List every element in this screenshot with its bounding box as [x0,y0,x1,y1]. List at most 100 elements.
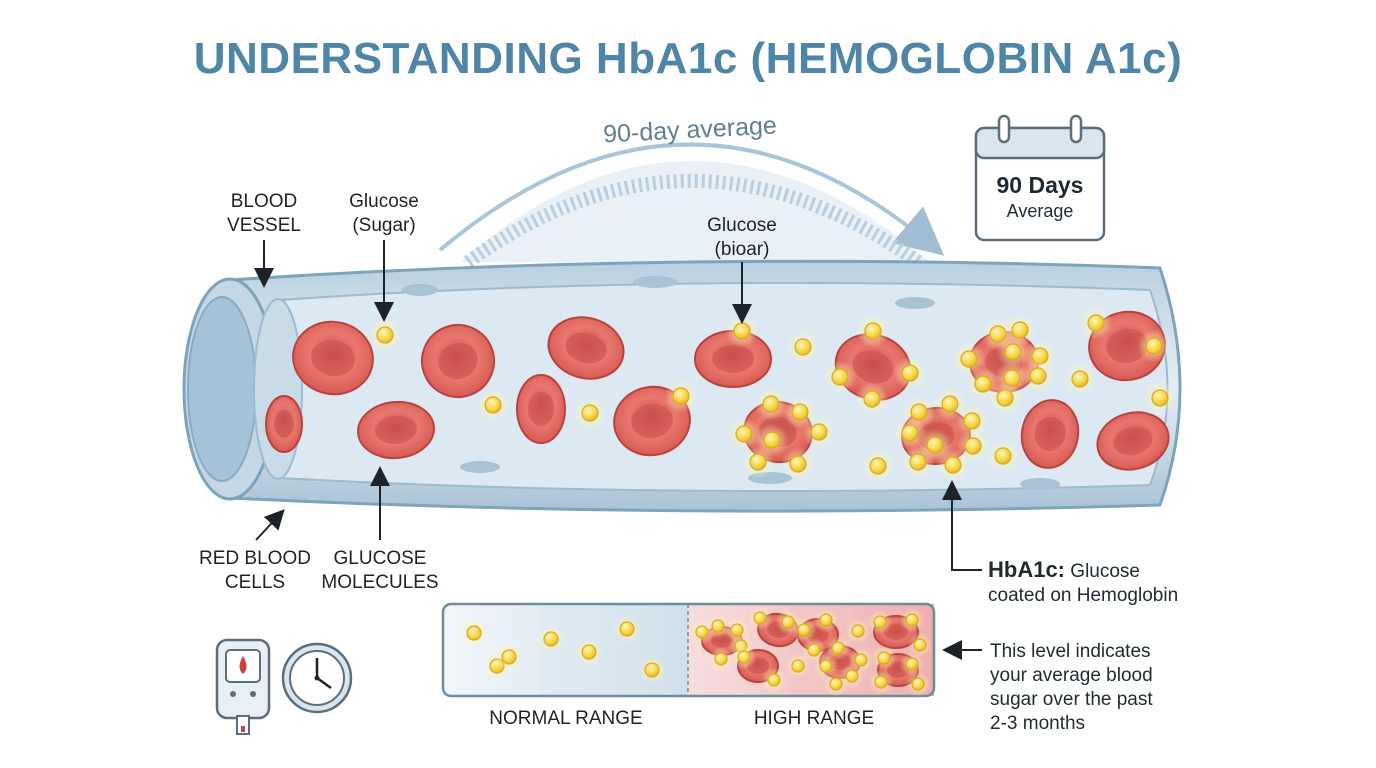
label-red-blood-cells: RED BLOOD CELLS [190,547,320,595]
glucose-molecule [753,611,767,625]
note-line: This level indicates [990,641,1151,662]
glucose-molecule [1151,389,1169,407]
ninety-day-arc [438,142,945,268]
glucose-molecule [994,447,1012,465]
glucose-molecule [735,425,753,443]
red-blood-cell [421,324,495,398]
glucose-molecule [913,638,927,652]
glucose-molecule [831,641,845,655]
clock-icon [281,642,353,714]
glucose-molecule [781,615,795,629]
glucose-molecule [854,653,868,667]
glucose-molecule [762,395,780,413]
glucose-molecule [874,675,888,689]
glucose-molecule [807,643,821,657]
glucose-molecule [376,326,394,344]
label-line: Glucose [707,215,777,236]
glucose-molecule [581,644,597,660]
glucose-molecule [911,677,925,691]
glucose-molecule [873,615,887,629]
glucose-molecule [869,457,887,475]
glucose-molecule [791,659,805,673]
glucose-molecule [789,455,807,473]
glucose-molecule [733,322,751,340]
glucose-molecule [1145,337,1163,355]
note-line: sugar over the past [990,689,1153,710]
glucose-molecule [819,659,833,673]
glucose-molecule [1087,314,1105,332]
glucose-molecule [941,395,959,413]
calendar-days: 90 Days [996,172,1084,198]
glucose-molecule [711,619,725,633]
label-line: (bioar) [714,239,770,260]
glucose-molecule [1029,367,1047,385]
glucose-molecule [901,364,919,382]
glucose-molecule [910,403,928,421]
glucose-molecule [963,412,981,430]
glucose-molecule [905,657,919,671]
label-line: RED BLOOD [199,548,311,569]
red-blood-cell [292,320,374,396]
glucose-molecule [905,613,919,627]
glucose-molecule [672,387,690,405]
label-glucose-bioar: Glucose (bioar) [692,214,792,262]
label-arrows [254,240,982,660]
glucose-molecule [831,368,849,386]
glucose-molecule [714,652,728,666]
glucose-molecule [964,437,982,455]
glucose-molecule [944,456,962,474]
red-blood-cell [1020,399,1080,469]
high-range-label: HIGH RANGE [753,708,875,729]
glucose-molecule [851,624,865,638]
glucose-molecule [960,350,978,368]
note-line: your average blood [990,665,1153,686]
glucose-molecule [1003,369,1021,387]
glucose-molecule [730,623,744,637]
glucose-molecule [864,322,882,340]
glucose-molecule [877,651,891,665]
glucose-molecules [368,306,1177,483]
label-line: VESSEL [227,215,301,236]
note-line: 2-3 months [990,713,1086,734]
label-glucose-sugar: Glucose (Sugar) [334,190,434,238]
glucose-molecule [926,436,944,454]
glucose-molecule [974,375,992,393]
glucose-molecule [466,625,482,641]
hba1c-line1: Glucose [1070,561,1140,582]
label-line: GLUCOSE [333,548,427,569]
red-blood-cell [357,400,435,460]
glucose-molecule [581,404,599,422]
glucose-molecule [484,396,502,414]
glucose-molecule [791,403,809,421]
red-blood-cell [1096,411,1170,471]
glucose-molecule [1004,343,1022,361]
page-title: UNDERSTANDING HbA1c (HEMOGLOBIN A1c) [193,34,1183,83]
calendar-sub: Average [1006,201,1074,221]
glucose-molecule [797,623,811,637]
glucose-molecule [737,650,751,664]
glucose-molecule [819,613,833,627]
label-blood-vessel: BLOOD VESSEL [214,190,314,238]
glucose-molecule [845,669,859,683]
red-blood-cell [516,374,566,444]
calendar-card: 90 Days Average [976,126,1104,240]
glucose-molecule [909,453,927,471]
glucose-molecule [619,621,635,637]
label-glucose-molecules: GLUCOSE MOLECULES [315,547,445,595]
label-line: MOLECULES [321,572,439,593]
glucose-molecule [543,631,559,647]
range-bar-molecules [459,605,933,697]
label-line: CELLS [224,572,286,593]
red-blood-cell [547,316,625,380]
glucose-molecule [501,649,517,665]
calendar-icon [974,114,1106,242]
glucose-molecule [644,662,660,678]
glucose-molecule [767,673,781,687]
red-blood-cell [265,395,303,453]
glucose-molecule [1071,370,1089,388]
level-note: This level indicates your average blood … [990,640,1250,736]
normal-range-label: NORMAL RANGE [489,708,643,729]
red-blood-cell [694,330,772,388]
label-line: BLOOD [230,191,298,212]
